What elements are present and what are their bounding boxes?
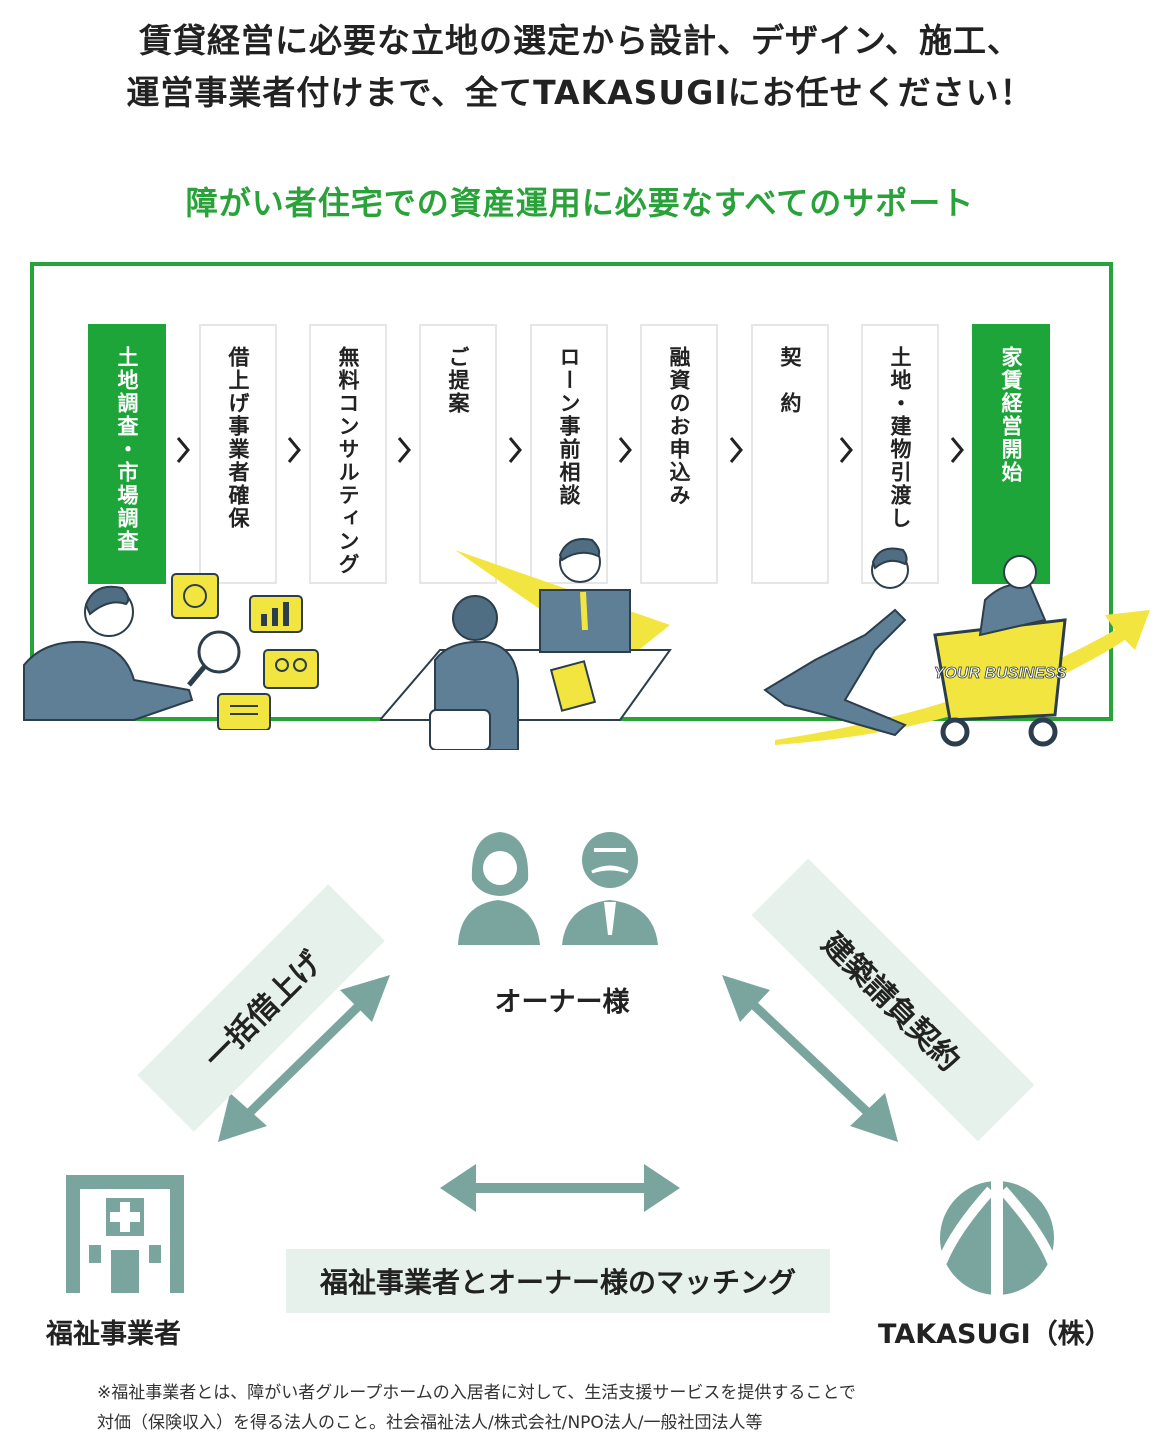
- research-illustration: [23, 573, 319, 730]
- section-subtitle: 障がい者住宅での資産運用に必要なすべてのサポート: [185, 184, 975, 222]
- step-land-survey: 土地調査・市場調査: [88, 324, 166, 584]
- chevron-right-icon: [176, 437, 190, 463]
- welfare-building-icon: [66, 1175, 184, 1293]
- footnote-line-2: 対価（保険収入）を得る法人のこと。社会福祉法人/株式会社/NPO法人/一般社団法…: [97, 1413, 763, 1433]
- horizontal-double-arrow: [440, 1164, 680, 1212]
- headline-line-2: 運営事業者付けまで、全てTAKASUGIにお任せください！: [126, 73, 1034, 112]
- step-consulting: 無料コンサルティング: [309, 324, 387, 584]
- relationship-diagram: [66, 832, 1057, 1295]
- step-contract: 契 約: [751, 324, 829, 584]
- step-loan-apply: 融資のお申込み: [640, 324, 718, 584]
- step-label: 融資のお申込み: [667, 346, 691, 507]
- step-label: ローン事前相談: [557, 346, 581, 507]
- step-handover: 土地・建物引渡し: [861, 324, 939, 584]
- right-double-arrow: [722, 975, 898, 1142]
- footnote-line-1: ※福祉事業者とは、障がい者グループホームの入居者に対して、生活支援サービスを提供…: [97, 1383, 856, 1403]
- meeting-illustration: [380, 538, 672, 750]
- takasugi-label: TAKASUGI（株）: [878, 1319, 1112, 1350]
- step-proposal: ご提案: [419, 324, 497, 584]
- chevron-right-icon: [618, 437, 632, 463]
- success-illustration: YOUR BUSINESS: [763, 547, 1150, 747]
- chevron-right-icon: [729, 437, 743, 463]
- step-label: 無料コンサルティング: [336, 346, 360, 576]
- step-loan-consult: ローン事前相談: [530, 324, 608, 584]
- step-label: 家賃経営開始: [999, 346, 1023, 484]
- owner-woman-icon: [458, 832, 540, 945]
- step-lessee-secure: 借上げ事業者確保: [199, 324, 277, 584]
- step-label: 土地・建物引渡し: [888, 346, 912, 530]
- step-label: ご提案: [446, 346, 470, 415]
- welfare-label: 福祉事業者: [46, 1319, 181, 1350]
- headline-line-1: 賃貸経営に必要な立地の選定から設計、デザイン、施工、: [138, 21, 1022, 60]
- step-label: 借上げ事業者確保: [226, 346, 250, 530]
- chevron-right-icon: [397, 437, 411, 463]
- badge-matching: 福祉事業者とオーナー様のマッチング: [286, 1249, 830, 1313]
- chevron-right-icon: [287, 437, 301, 463]
- footnote: ※福祉事業者とは、障がい者グループホームの入居者に対して、生活支援サービスを提供…: [97, 1378, 1097, 1438]
- chevron-right-icon: [839, 437, 853, 463]
- badge-matching-label: 福祉事業者とオーナー様のマッチング: [319, 1266, 796, 1299]
- owner-man-icon: [562, 832, 658, 945]
- cart-text: YOUR BUSINESS: [934, 665, 1067, 682]
- step-label: 契 約: [778, 346, 802, 415]
- left-double-arrow: [218, 975, 390, 1142]
- chevron-right-icon: [950, 437, 964, 463]
- step-label: 土地調査・市場調査: [115, 346, 139, 553]
- takasugi-logo-icon: [937, 1181, 1057, 1295]
- chevron-right-icon: [508, 437, 522, 463]
- owner-label: オーナー様: [494, 987, 630, 1018]
